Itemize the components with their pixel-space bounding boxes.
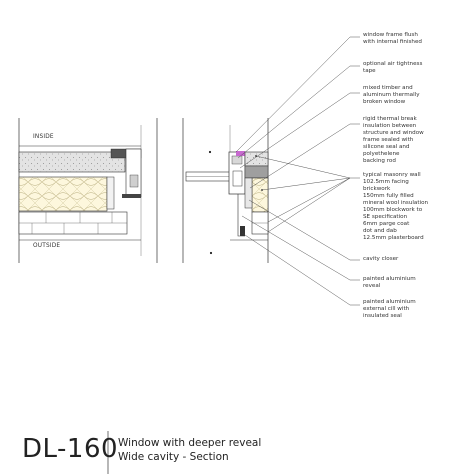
left-wall-section — [18, 118, 158, 263]
leader-dots — [208, 150, 263, 255]
drawing-title-line-1: Window with deeper reveal — [118, 437, 262, 449]
annotation-cavity-closer: cavity closer — [363, 256, 399, 262]
drawing-title-line-2: Wide cavity - Section — [118, 450, 229, 463]
drawing-title: Window with deeper reveal Wide cavity - … — [118, 437, 261, 464]
outside-label: OUTSIDE — [33, 243, 61, 249]
inside-label: INSIDE — [33, 134, 54, 140]
leader-lines — [235, 36, 360, 306]
right-window-section — [182, 118, 269, 263]
drawing-code: DL-160 — [22, 434, 119, 464]
